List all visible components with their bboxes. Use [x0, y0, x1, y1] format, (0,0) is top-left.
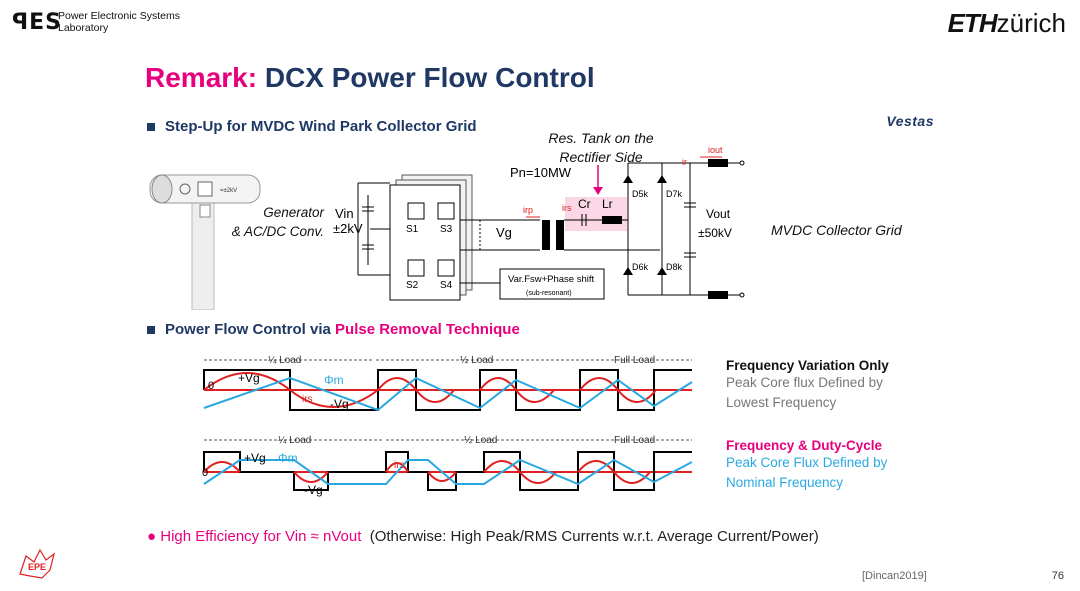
switch-s1: S1: [406, 224, 419, 235]
diode-d5k: D5k: [632, 189, 649, 199]
legend1-title: Frequency Variation Only: [726, 358, 889, 373]
section2-heading-b: Pulse Removal Technique: [335, 321, 520, 338]
plot1-seg2: ½ Load: [460, 355, 493, 366]
pes-logo: ꟼES: [12, 10, 62, 35]
vout-label: Vout: [706, 207, 731, 221]
lr-label: Lr: [602, 197, 613, 211]
page-number: 76: [1051, 570, 1064, 582]
legend2-title: Frequency & Duty-Cycle: [726, 438, 883, 453]
waveform-plot-frequency-duty-cycle: ¼ Load ½ Load Full Load 0 +Vg -Vg Φm irs: [202, 434, 693, 497]
plot2-seg3: Full Load: [614, 435, 655, 446]
eth-logo-bold: ETH: [947, 8, 998, 38]
square-bullet-icon: [147, 326, 155, 335]
vin-label: Vin: [335, 206, 354, 221]
plot1-seg1: ¼ Load: [268, 354, 301, 366]
vestas-logo: Vestas: [886, 113, 934, 129]
irp-label: irp: [523, 205, 533, 215]
diode-d6k: D6k: [632, 262, 649, 272]
vg-label: Vg: [496, 225, 512, 240]
section1-heading: Step-Up for MVDC Wind Park Collector Gri…: [147, 118, 477, 135]
legend1-line2: Lowest Frequency: [726, 395, 837, 410]
legend-frequency-duty: Frequency & Duty-Cycle Peak Core Flux De…: [726, 438, 887, 493]
plot1-irs: irs: [302, 394, 313, 405]
lab-name: Power Electronic Systems Laboratory: [58, 10, 180, 34]
square-bullet-icon: [147, 123, 155, 132]
svg-text:EPE: EPE: [28, 562, 46, 572]
waveform-plot-frequency-only: ¼ Load ½ Load Full Load 0 +Vg -Vg Φm irs: [203, 354, 693, 412]
reference: [Dincan2019]: [862, 570, 927, 582]
control-line2: (sub-resonant): [526, 290, 572, 297]
wind-turbine-illustration: =±2kV: [149, 174, 261, 310]
plot1-nvg: -Vg: [330, 397, 349, 411]
title-rest: DCX Power Flow Control: [264, 62, 595, 93]
generator-caption-line1: Generator: [263, 205, 324, 220]
svg-text:=±2kV: =±2kV: [220, 188, 237, 194]
plot2-seg2: ½ Load: [464, 435, 497, 446]
title-remark: Remark:: [145, 62, 258, 93]
switch-s2: S2: [406, 280, 419, 291]
mvdc-caption: MVDC Collector Grid: [771, 222, 902, 238]
pn-label: Pn=10MW: [510, 165, 572, 180]
control-line1: Var.Fsw+Phase shift: [508, 274, 595, 285]
res-tank-caption-line1: Res. Tank on the: [548, 130, 654, 146]
lab-name-line1: Power Electronic Systems: [58, 10, 180, 22]
dcx-circuit-schematic: Vin ±2kV S1 S3 S2 S4 Vg irp Pn=10MW irs …: [333, 145, 745, 301]
plot2-pvg: +Vg: [244, 451, 266, 465]
vin-value: ±2kV: [333, 221, 363, 236]
ir-label: ir: [682, 157, 687, 167]
legend2-line2: Nominal Frequency: [726, 475, 844, 490]
plot2-zero: 0: [202, 467, 208, 479]
plot2-phi: Φm: [278, 451, 298, 465]
plot2-irs: irs: [394, 460, 405, 471]
eth-logo-rest: zürich: [996, 8, 1066, 38]
plot1-zero: 0: [208, 380, 214, 392]
plot2-seg1: ¼ Load: [278, 434, 311, 446]
switch-s3: S3: [440, 224, 453, 235]
section1-heading-text: Step-Up for MVDC Wind Park Collector Gri…: [165, 118, 477, 135]
generator-caption-line2: & AC/DC Conv.: [231, 224, 324, 239]
plot1-seg3: Full Load: [614, 355, 655, 366]
diode-d8k: D8k: [666, 262, 683, 272]
diode-d7k: D7k: [666, 189, 683, 199]
lab-name-line2: Laboratory: [58, 22, 109, 34]
iout-label: iout: [708, 145, 723, 155]
legend1-line1: Peak Core flux Defined by: [726, 375, 883, 390]
round-bullet-icon: ●: [147, 528, 157, 545]
legend2-line1: Peak Core Flux Defined by: [726, 455, 888, 470]
section2-heading-a: Power Flow Control via: [165, 321, 331, 338]
eth-logo: ETHzürich: [948, 8, 1066, 39]
legend-frequency-only: Frequency Variation Only Peak Core flux …: [726, 358, 889, 413]
plot1-pvg: +Vg: [238, 371, 260, 385]
cr-label: Cr: [578, 197, 591, 211]
res-tank-caption-line2: Rectifier Side: [559, 149, 643, 165]
vout-value: ±50kV: [698, 226, 732, 240]
switch-s4: S4: [440, 280, 453, 291]
efficiency-text: High Efficiency for Vin ≈ nVout: [160, 528, 362, 545]
plot2-nvg: -Vg: [304, 483, 323, 497]
plot1-phi: Φm: [324, 373, 344, 387]
irs-label: irs: [562, 203, 572, 213]
efficiency-note: (Otherwise: High Peak/RMS Currents w.r.t…: [369, 528, 819, 545]
epe-logo-icon: EPE: [19, 548, 55, 579]
efficiency-bullet: ● High Efficiency for Vin ≈ nVout (Other…: [147, 528, 819, 545]
slide-title: Remark: DCX Power Flow Control: [145, 62, 595, 94]
section2-heading: Power Flow Control via Pulse Removal Tec…: [147, 321, 520, 338]
